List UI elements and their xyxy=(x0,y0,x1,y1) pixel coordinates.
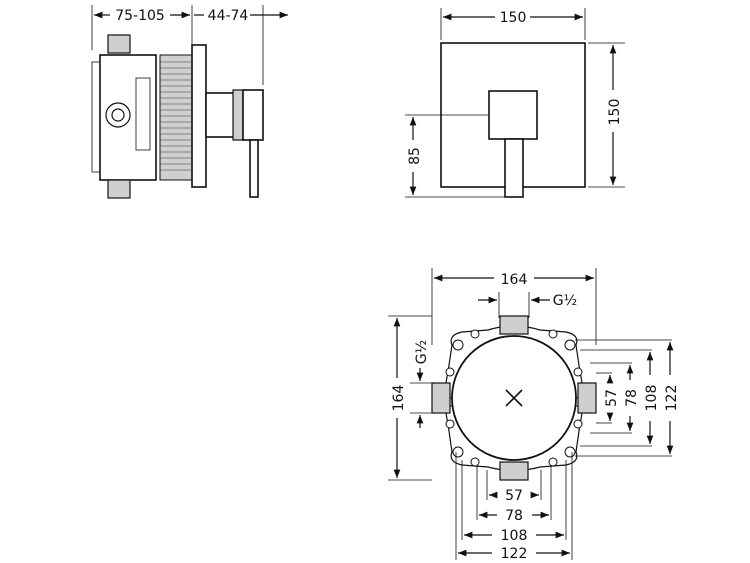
lever-front xyxy=(504,138,524,198)
dim-bottom-57-label: 57 xyxy=(505,488,523,504)
inlet-top xyxy=(499,315,529,335)
dim-thread-left-label: G½ xyxy=(414,340,430,364)
dim-body-width-label: 164 xyxy=(501,272,528,288)
dim-body-height-label: 164 xyxy=(391,385,407,412)
dim-bottom-108-label: 108 xyxy=(501,528,528,544)
handle-block-front xyxy=(488,90,538,140)
dim-thread-top-label: G½ xyxy=(553,293,577,309)
dim-bottom-78-label: 78 xyxy=(505,508,523,524)
side-view: 75-105 44-74 xyxy=(91,5,288,199)
dim-right-57-label: 57 xyxy=(604,389,620,407)
center-cross-icon xyxy=(505,389,523,407)
handle-block-side xyxy=(242,89,264,141)
dim-handle-height-label: 85 xyxy=(407,147,423,165)
cover-plate-side xyxy=(191,44,207,188)
lever-side xyxy=(249,139,259,198)
dim-front-width-label: 150 xyxy=(500,10,527,26)
dim-right-122-label: 122 xyxy=(664,385,680,412)
handle-stem-side xyxy=(205,92,237,138)
side-inlet-circle xyxy=(105,102,131,128)
dim-projection-label: 44-74 xyxy=(208,8,249,24)
body-view: 164 G½ 164 G½ xyxy=(388,268,680,562)
inlet-bottom xyxy=(499,461,529,481)
dim-bottom-122-label: 122 xyxy=(501,546,528,562)
dim-right-78-label: 78 xyxy=(624,389,640,407)
inlet-left xyxy=(431,382,451,414)
front-view: 150 150 85 xyxy=(405,8,625,198)
dim-right-108-label: 108 xyxy=(644,385,660,412)
inlet-right xyxy=(577,382,597,414)
dim-front-height-label: 150 xyxy=(607,99,623,126)
bottom-inlet-side xyxy=(107,179,131,199)
top-inlet-side xyxy=(107,34,131,54)
dim-depth-label: 75-105 xyxy=(115,8,165,24)
cartridge-thread xyxy=(159,54,193,181)
valve-body-side xyxy=(99,54,157,181)
